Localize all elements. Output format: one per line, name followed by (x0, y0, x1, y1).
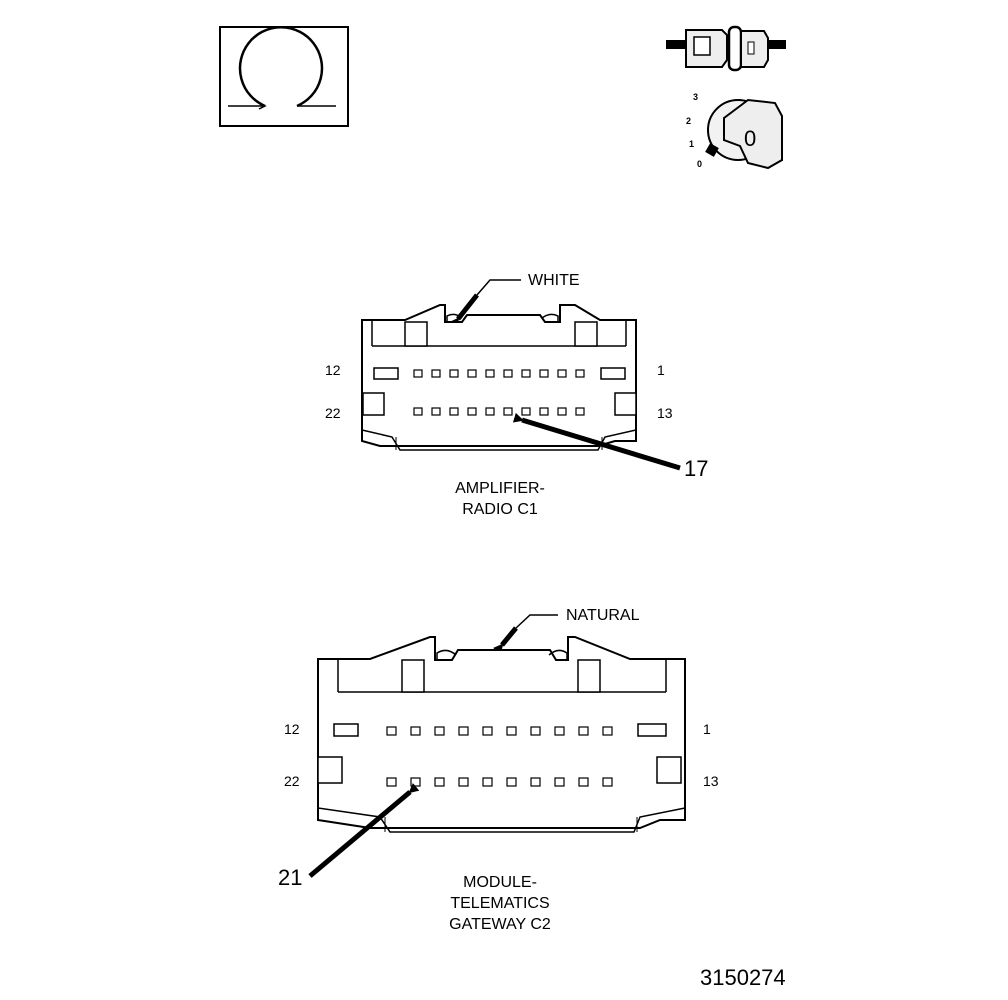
c2-pin-1-label: 1 (703, 721, 711, 737)
switch-position-0: 0 (697, 159, 702, 169)
c2-cavities-top (386, 726, 613, 736)
c2-color-label: NATURAL (566, 607, 640, 624)
c2-name-line3: GATEWAY C2 (449, 916, 551, 933)
c1-pin-1-label: 1 (657, 362, 665, 378)
c2-name-line1: MODULE- (463, 874, 537, 891)
c2-pin-12-label: 12 (284, 721, 300, 737)
c2-name-line2: TELEMATICS (450, 895, 549, 912)
figure-number: 3150274 (700, 965, 786, 990)
c1-cavities-top (413, 369, 585, 378)
c2-cavities-bottom (386, 777, 613, 787)
switch-key-face: 0 (744, 126, 756, 151)
c1-callout-pin: 17 (684, 456, 708, 481)
c1-name-line1: AMPLIFIER- (455, 480, 545, 497)
disconnect-connector-icon (666, 25, 786, 72)
connector-c1: WHITE (325, 272, 708, 518)
c1-pin-12-label: 12 (325, 362, 341, 378)
ohmmeter-icon (219, 26, 349, 127)
c2-callout-pin: 21 (278, 865, 302, 890)
c1-cavities-bottom (413, 407, 585, 416)
ignition-switch-icon: 3 2 1 0 0 (686, 92, 783, 170)
c1-color-label: WHITE (528, 272, 580, 289)
switch-position-1: 1 (689, 139, 694, 149)
c1-name-line2: RADIO C1 (462, 501, 538, 518)
c1-pin-22-label: 22 (325, 405, 341, 421)
c2-pin-22-label: 22 (284, 773, 300, 789)
c2-pin-13-label: 13 (703, 773, 719, 789)
switch-position-3: 3 (693, 92, 698, 102)
switch-position-2: 2 (686, 116, 691, 126)
c1-pin-13-label: 13 (657, 405, 673, 421)
connector-c2: NATURAL (278, 607, 719, 933)
